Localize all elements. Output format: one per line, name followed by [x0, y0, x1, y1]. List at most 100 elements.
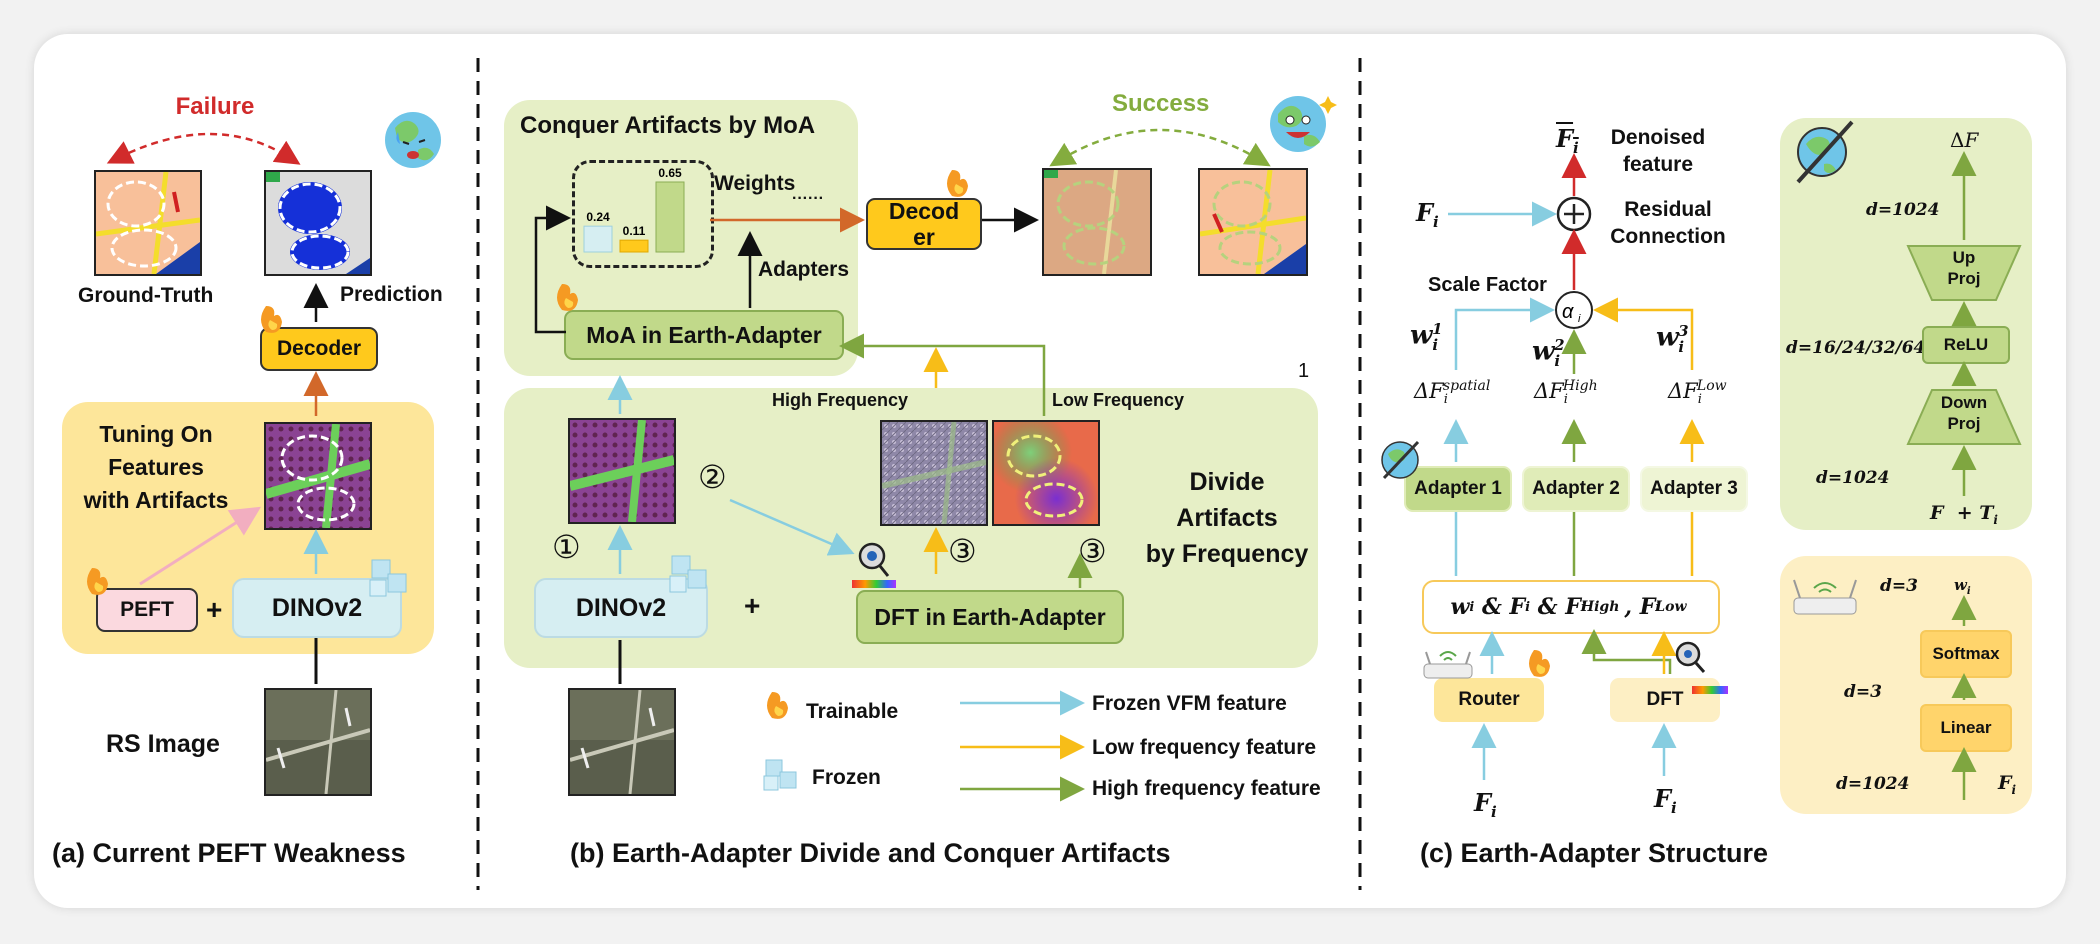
weights-dots: ······: [792, 190, 824, 207]
adapters-label: Adapters: [758, 258, 850, 281]
step3a-marker: ③: [948, 533, 977, 569]
adapter1-box: Adapter 1: [1404, 466, 1512, 512]
low-frequency-label: Low Frequency: [1052, 390, 1185, 410]
tuning-text: Tuning On Features with Artifacts: [83, 421, 229, 513]
artifact-feature-image-b: [568, 418, 676, 524]
relu-box: ReLU: [1922, 326, 2010, 364]
residual-connection-label: Residual Connection: [1610, 198, 1726, 248]
adapter2-box: Adapter 2: [1522, 466, 1630, 512]
page-number: 1: [1298, 360, 1310, 382]
flame-icon-decoder-a: [261, 306, 282, 333]
weights-box: [572, 160, 714, 268]
rs-image-label: RS Image: [106, 730, 220, 758]
f-plus-t-label: F + Ti: [1930, 502, 1998, 527]
decoder-box-a: Decoder: [260, 327, 378, 371]
dft-magnifier-icon: [852, 542, 896, 588]
ground-truth-label: Ground-Truth: [78, 284, 214, 307]
wi-out-label: wi: [1954, 576, 1971, 597]
step2-marker: ②: [698, 459, 727, 495]
success-prediction-image: [1042, 168, 1152, 276]
moa-earth-adapter-box: MoA in Earth-Adapter: [564, 310, 844, 360]
weight-bar-3: [655, 181, 685, 253]
router-wifi-icon-detail: [1793, 579, 1857, 615]
up-proj-shape: [1906, 245, 2022, 301]
low-frequency-image: [992, 420, 1100, 526]
weight-value-1: 0.24: [586, 210, 610, 224]
dft-magnifier-icon-c: [1675, 641, 1728, 694]
plus-b: +: [744, 590, 761, 621]
legend-trainable: Trainable: [806, 700, 899, 723]
prediction-label: Prediction: [340, 283, 443, 306]
frozen-cubes-icon-b: [669, 555, 707, 593]
plus-a: +: [206, 594, 223, 625]
delta-f-high-label: ΔFiHigh: [1534, 378, 1598, 408]
delta-f-low-label: ΔFiLow: [1668, 378, 1727, 408]
down-proj-label: Down Proj: [1940, 393, 1988, 433]
sad-earth-icon: [385, 112, 441, 168]
svg-text:i: i: [1578, 313, 1581, 325]
flame-icon-router: [1529, 650, 1550, 677]
legend-frozen: Frozen: [812, 766, 881, 789]
legend-low-feature: Low frequency feature: [1092, 736, 1317, 759]
w1-label: wi1: [1410, 320, 1443, 354]
weight-value-3: 0.65: [658, 166, 682, 180]
residual-plus-icon: [1556, 196, 1592, 232]
weight-value-2: 0.11: [623, 224, 646, 238]
router-dim-bottom: d=1024: [1836, 774, 1910, 794]
weights-bar-chart: 0.24 0.11 0.65: [583, 166, 685, 253]
up-proj-label: Up Proj: [1947, 248, 1981, 288]
high-frequency-label: High Frequency: [772, 390, 909, 410]
peft-box: PEFT: [96, 588, 198, 632]
caption-b: (b) Earth-Adapter Divide and Conquer Art…: [570, 838, 1171, 868]
denoised-feature-label: Denoised feature: [1610, 126, 1706, 176]
weight-bar-1: [583, 225, 613, 253]
w2-label: wi2: [1532, 336, 1565, 370]
caption-a: (a) Current PEFT Weakness: [52, 838, 406, 868]
fi-dft-label: Fi: [1654, 784, 1677, 817]
moa-title: Conquer Artifacts by MoA: [520, 112, 816, 139]
artifact-feature-image-a: [264, 422, 372, 530]
success-ground-truth-image: [1198, 168, 1308, 276]
earth-adapter-icon-large: [1796, 120, 1854, 184]
panel-c-arrows: α i: [1381, 120, 1977, 800]
legend-high-feature: High frequency feature: [1092, 777, 1321, 800]
relu-dim: d=16/24/32/64: [1786, 338, 1926, 358]
prediction-image: [264, 170, 372, 276]
router-dim-top: d=3: [1880, 576, 1918, 596]
projection-panel: [1780, 118, 2032, 530]
svg-text:α: α: [1562, 301, 1574, 323]
rs-image-a: [264, 688, 372, 796]
fi-bar-label: Fi: [1556, 124, 1579, 157]
divide-artifacts-text: Divide Artifacts by Frequency: [1145, 468, 1309, 568]
ground-truth-image: [94, 170, 202, 276]
frozen-cubes-icon-legend: [763, 759, 797, 791]
flame-icon-moa: [557, 284, 578, 311]
flame-icon-decoder-b: [947, 170, 968, 197]
panel-b-arrows: [534, 96, 1337, 802]
delta-f-spatial-label: ΔFispatial: [1414, 378, 1491, 408]
legend-frozen-vfm: Frozen VFM feature: [1092, 692, 1287, 715]
weights-label: Weights: [714, 172, 796, 195]
panel-a-arrows: [87, 112, 441, 684]
frozen-cubes-icon-a: [369, 559, 407, 597]
earth-adapter-icon-small: [1381, 440, 1420, 480]
scale-factor-label: Scale Factor: [1428, 274, 1547, 296]
rs-image-b: [568, 688, 676, 796]
dft-earth-adapter-box: DFT in Earth-Adapter: [856, 590, 1124, 644]
fi-router-label: Fi: [1474, 788, 1497, 821]
softmax-box: Softmax: [1920, 630, 2012, 678]
adapter3-box: Adapter 3: [1640, 466, 1748, 512]
w3-label: wi3: [1656, 322, 1689, 356]
flame-icon-legend: [767, 692, 788, 719]
decoder-box-b: Decod er: [866, 198, 982, 250]
dft-box-c: DFT: [1610, 678, 1720, 722]
fi-router-detail-label: Fi: [1998, 772, 2017, 797]
fi-input-label: Fi: [1416, 198, 1439, 231]
failure-label: Failure: [175, 93, 255, 120]
router-wifi-icon: [1423, 651, 1473, 679]
proj-bottom-dim: d=1024: [1816, 468, 1890, 488]
high-frequency-image: [880, 420, 988, 526]
delta-f-out-label: ΔF: [1950, 128, 1979, 152]
